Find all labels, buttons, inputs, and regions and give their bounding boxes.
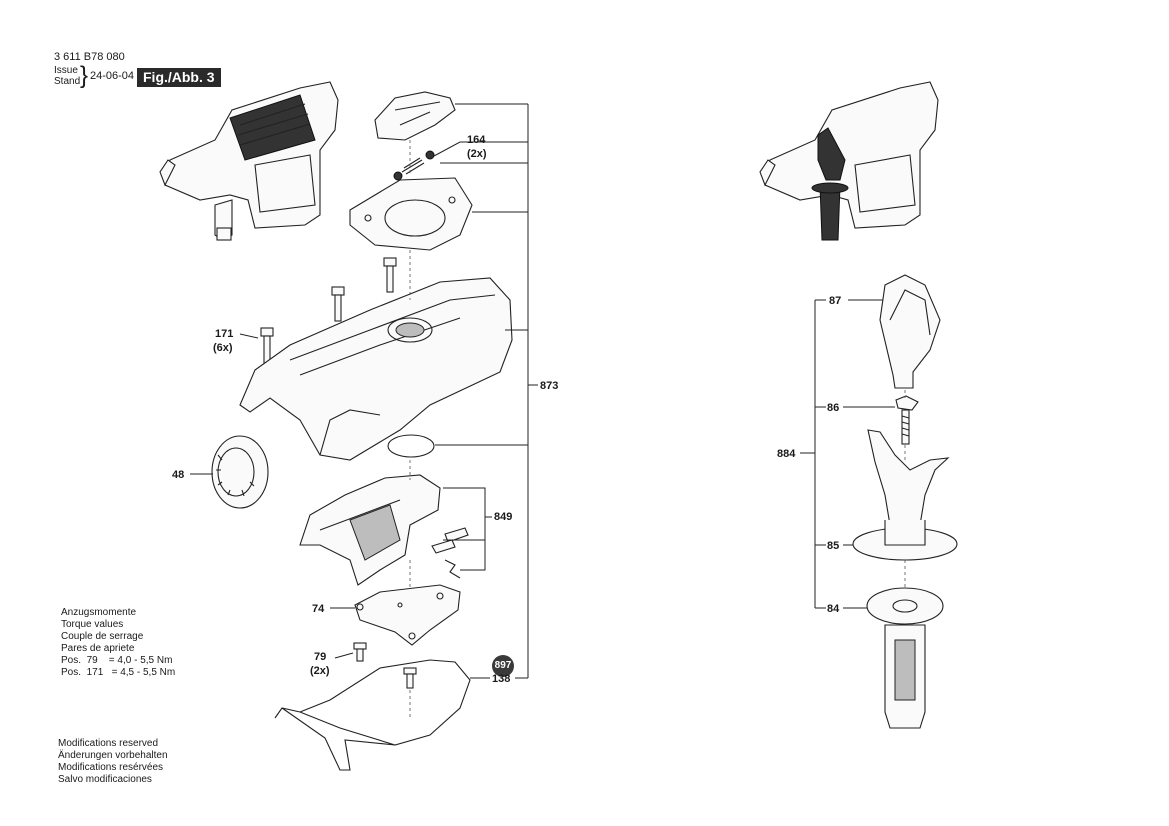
gasket-138 [274, 659, 471, 771]
hammer-overview-right [759, 81, 939, 241]
callout-171-qty: (6x) [213, 342, 233, 354]
cover-plate [349, 177, 473, 251]
modifications-line: Modifications resérvées [58, 762, 164, 773]
callout-897-badge: 897 [492, 655, 514, 677]
bolt-86 [895, 395, 919, 445]
torque-line: Anzugsmomente [61, 607, 137, 618]
modifications-line: Änderungen vorbehalten [58, 750, 168, 761]
callout-164-qty: (2x) [467, 148, 487, 160]
spring-and-balls [393, 150, 435, 181]
callout-171: 171 [215, 328, 234, 340]
ring-nut-48 [211, 435, 269, 509]
callout-79-qty: (2x) [310, 665, 330, 677]
callout-48: 48 [172, 469, 185, 481]
strap-87 [879, 274, 941, 389]
callout-884: 884 [777, 448, 796, 460]
modifications-line: Modifications reserved [58, 738, 159, 749]
leader-lines-right [800, 299, 906, 609]
figure-label: Fig./Abb. 3 [137, 68, 221, 87]
handle-holder-85 [852, 429, 958, 561]
selector-knob [374, 91, 456, 141]
callout-164: 164 [467, 134, 486, 146]
torque-line: Torque values [61, 619, 124, 630]
callout-84: 84 [827, 603, 840, 615]
inner-frame-849 [299, 474, 441, 586]
torque-line: Couple de serrage [61, 631, 144, 642]
brace-symbol: } [80, 62, 89, 89]
o-ring [387, 434, 435, 458]
callout-849: 849 [494, 511, 513, 523]
torque-line: Pares de apriete [61, 643, 135, 654]
callout-79: 79 [314, 651, 327, 663]
callout-74: 74 [312, 603, 325, 615]
callout-86: 86 [827, 402, 840, 414]
issue-date: 24-06-04 [90, 70, 135, 82]
callout-873: 873 [540, 380, 559, 392]
torque-pos-79: Pos. 79 = 4,0 - 5,5 Nm [61, 655, 173, 666]
hammer-overview-left [159, 81, 339, 241]
modifications-line: Salvo modificaciones [58, 774, 152, 785]
issue-label: Issue [54, 65, 78, 76]
callout-138: 138 [492, 673, 511, 685]
handle-grip-84 [866, 587, 944, 729]
housing-shell [239, 277, 513, 461]
leader-lines-left [190, 103, 538, 720]
clip-parts [431, 527, 469, 579]
callout-85: 85 [827, 540, 840, 552]
callout-87: 87 [829, 295, 842, 307]
screws-79 [353, 642, 417, 689]
torque-pos-171: Pos. 171 = 4,5 - 5,5 Nm [61, 667, 176, 678]
base-plate-74 [354, 584, 461, 646]
document-number: 3 611 B78 080 [54, 51, 125, 63]
stand-label: Stand [54, 76, 81, 87]
